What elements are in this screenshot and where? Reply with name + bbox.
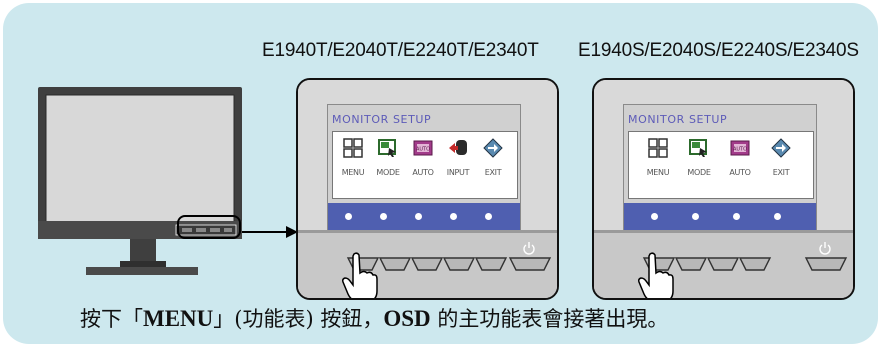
input-icon — [449, 140, 467, 155]
osd-menu: MONITOR SETUP MENU MODE AUTO AUTO INPUT — [327, 104, 521, 232]
osd-dot — [450, 213, 457, 220]
osd-label-exit: EXIT — [772, 168, 790, 177]
osd-item-exit[interactable]: EXIT — [476, 138, 510, 177]
osd-dot — [345, 213, 352, 220]
monitor-bezel — [594, 230, 853, 298]
osd-label-auto: AUTO — [729, 168, 751, 177]
caption-prefix: 按下「 — [80, 307, 143, 331]
osd-label-input: INPUT — [446, 168, 470, 177]
detail-frame-t: MONITOR SETUP MENU MODE AUTO AUTO INPUT — [296, 78, 559, 300]
osd-item-exit[interactable]: EXIT — [764, 138, 798, 177]
osd-label-auto: AUTO — [412, 168, 434, 177]
pointing-hand-icon — [342, 252, 378, 298]
bezel-edge — [298, 230, 557, 233]
svg-text:AUTO: AUTO — [416, 147, 430, 153]
osd-item-menu[interactable]: MENU — [641, 138, 675, 177]
front-buttons — [346, 242, 552, 271]
osd-item-menu[interactable]: MENU — [336, 138, 370, 177]
caption-osd-label: OSD — [383, 306, 431, 331]
exit-button — [474, 257, 508, 271]
pointing-hand-icon — [638, 252, 674, 298]
osd-label-mode: MODE — [687, 168, 711, 177]
mode-button — [674, 257, 708, 271]
detail-frame-s: MONITOR SETUP MENU MODE AUTO AUTO EXIT — [592, 78, 855, 300]
osd-item-mode[interactable]: MODE — [682, 138, 716, 177]
osd-label-mode: MODE — [376, 168, 400, 177]
exit-icon — [483, 138, 503, 158]
screen-area: MONITOR SETUP MENU MODE AUTO AUTO INPUT — [298, 80, 557, 232]
osd-dot — [774, 213, 781, 220]
osd-dot — [485, 213, 492, 220]
power-icon — [523, 242, 535, 255]
instruction-caption: 按下「MENU」(功能表) 按鈕，OSD 的主功能表會接著出現。 — [80, 303, 668, 333]
monitor-illustration — [36, 85, 250, 299]
osd-menu: MONITOR SETUP MENU MODE AUTO AUTO EXIT — [623, 104, 817, 232]
screen-area: MONITOR SETUP MENU MODE AUTO AUTO EXIT — [594, 80, 853, 232]
front-buttons — [642, 242, 848, 271]
menu-grid-icon — [343, 138, 363, 158]
power-button — [804, 257, 848, 271]
osd-item-input[interactable]: INPUT — [441, 138, 475, 177]
exit-icon — [771, 138, 791, 158]
monitor-bezel — [298, 230, 557, 298]
osd-label-menu: MENU — [341, 168, 365, 177]
osd-dot — [733, 213, 740, 220]
mode-icon — [378, 139, 396, 157]
osd-dot — [692, 213, 699, 220]
osd-item-mode[interactable]: MODE — [371, 138, 405, 177]
osd-label-exit: EXIT — [484, 168, 502, 177]
auto-button — [706, 257, 740, 271]
osd-item-auto[interactable]: AUTO AUTO — [406, 138, 440, 177]
osd-label-menu: MENU — [646, 168, 670, 177]
osd-dot — [380, 213, 387, 220]
osd-icon-row: MENU MODE AUTO AUTO INPUT EXIT — [332, 131, 518, 199]
menu-grid-icon — [648, 138, 668, 158]
callout-arrow — [240, 222, 300, 242]
power-button — [508, 257, 552, 271]
auto-button — [410, 257, 444, 271]
caption-middle: 」(功能表) 按鈕， — [213, 307, 384, 331]
caption-menu-label: MENU — [143, 306, 214, 331]
osd-dot — [651, 213, 658, 220]
svg-text:AUTO: AUTO — [733, 147, 747, 153]
osd-icon-row: MENU MODE AUTO AUTO EXIT — [628, 131, 814, 199]
mode-button — [378, 257, 412, 271]
osd-item-auto[interactable]: AUTO AUTO — [723, 138, 757, 177]
auto-icon: AUTO — [730, 140, 750, 156]
model-title-s: E1940S/E2040S/E2240S/E2340S — [578, 40, 859, 61]
auto-icon: AUTO — [413, 140, 433, 156]
model-title-t: E1940T/E2040T/E2240T/E2340T — [262, 40, 539, 61]
caption-suffix: 的主功能表會接著出現。 — [430, 307, 669, 331]
osd-dot-bar — [328, 203, 520, 231]
osd-dot-bar — [624, 203, 816, 231]
exit-button — [738, 257, 772, 271]
mode-icon — [689, 139, 707, 157]
input-button — [442, 257, 476, 271]
osd-dot — [415, 213, 422, 220]
power-icon — [819, 242, 831, 255]
osd-title: MONITOR SETUP — [628, 113, 728, 126]
bezel-edge — [594, 230, 853, 233]
osd-title: MONITOR SETUP — [332, 113, 432, 126]
